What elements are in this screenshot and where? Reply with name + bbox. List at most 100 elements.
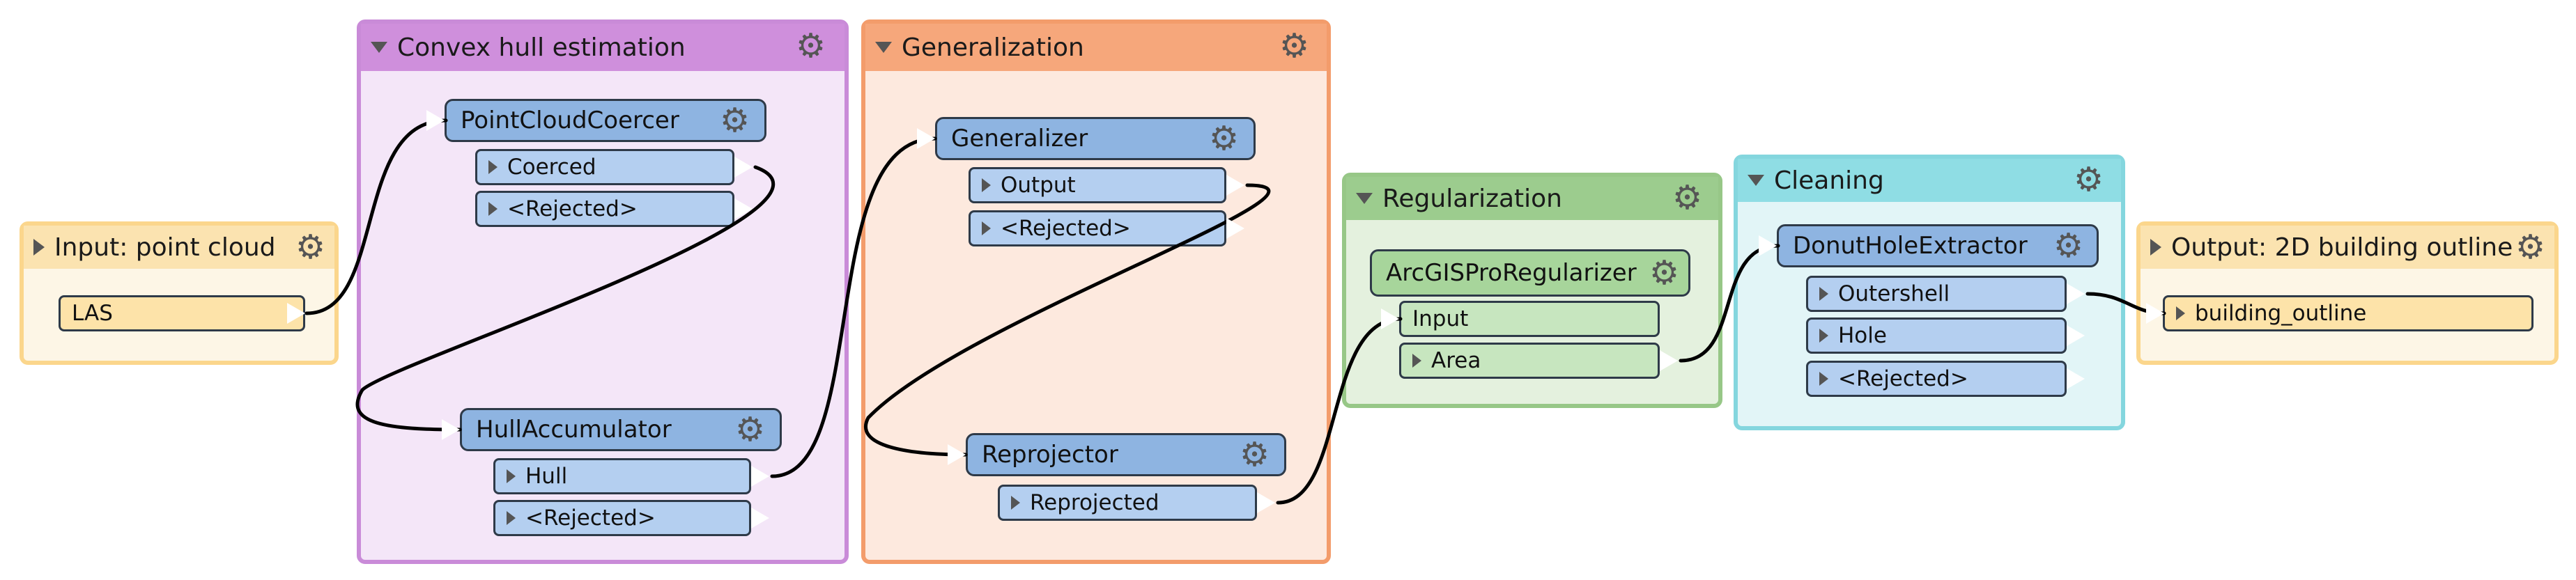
gear-icon[interactable]: ⚙ <box>295 228 326 267</box>
connector-hull-accumulator-input[interactable] <box>439 416 461 443</box>
gear-icon[interactable]: ⚙ <box>1279 26 1310 65</box>
port-rejected-label: <Rejected> <box>1838 366 1968 391</box>
port-rejected[interactable]: <Rejected> <box>1806 361 2067 397</box>
gear-icon[interactable]: ⚙ <box>2074 160 2104 199</box>
collapse-triangle-icon[interactable] <box>371 42 387 53</box>
collapse-triangle-icon[interactable] <box>1748 175 1764 186</box>
port-triangle-icon <box>1819 287 1828 301</box>
bookmark-generalization-title: Generalization <box>902 33 1084 62</box>
gear-icon[interactable]: ⚙ <box>735 410 766 449</box>
gear-icon[interactable]: ⚙ <box>796 26 826 65</box>
expand-triangle-icon[interactable] <box>33 239 45 256</box>
connector-area-output[interactable] <box>1657 347 1679 374</box>
connector-rejected-output[interactable] <box>732 196 754 222</box>
gear-icon[interactable]: ⚙ <box>1240 435 1270 474</box>
connector-reprojector-input[interactable] <box>945 441 967 468</box>
port-hull[interactable]: Hull <box>493 458 751 494</box>
port-triangle-icon <box>507 469 516 483</box>
connector-las-output[interactable] <box>284 300 307 327</box>
bookmark-input-header[interactable]: Input: point cloud <box>24 226 334 269</box>
port-triangle-icon <box>1011 496 1020 510</box>
transformer-label: Generalizer <box>951 125 1088 152</box>
port-hole-label: Hole <box>1838 323 1887 348</box>
connector-outershell-output[interactable] <box>2064 281 2086 307</box>
port-las[interactable]: LAS <box>59 295 305 331</box>
port-outershell[interactable]: Outershell <box>1806 276 2067 312</box>
bookmark-input-title: Input: point cloud <box>54 233 276 262</box>
collapse-triangle-icon[interactable] <box>1356 193 1373 204</box>
port-coerced[interactable]: Coerced <box>475 149 734 185</box>
port-hull-label: Hull <box>525 464 568 489</box>
port-rejected[interactable]: <Rejected> <box>475 191 734 227</box>
transformer-point-cloud-coercer[interactable]: PointCloudCoercer ⚙ <box>445 99 766 142</box>
port-input-label: Input <box>1412 306 1469 331</box>
connector-regularizer-input[interactable] <box>1378 306 1401 332</box>
port-triangle-icon <box>982 221 991 235</box>
bookmark-output-title: Output: 2D building outline <box>2171 233 2513 262</box>
connector-rejected-output[interactable] <box>2064 366 2086 392</box>
port-rejected[interactable]: <Rejected> <box>493 500 751 536</box>
transformer-arcgis-pro-regularizer[interactable]: ArcGISProRegularizer ⚙ <box>1370 249 1690 297</box>
port-input[interactable]: Input <box>1399 301 1660 337</box>
bookmark-generalization-header[interactable]: Generalization <box>865 24 1327 71</box>
bookmark-regularization-header[interactable]: Regularization <box>1346 177 1718 220</box>
bookmark-convex-hull-header[interactable]: Convex hull estimation <box>361 24 844 71</box>
bookmark-generalization[interactable]: Generalization ⚙ <box>861 19 1331 564</box>
expand-triangle-icon[interactable] <box>2150 239 2161 256</box>
connector-output-output[interactable] <box>1224 172 1246 198</box>
port-triangle-icon <box>1412 354 1421 368</box>
transformer-label: ArcGISProRegularizer <box>1386 259 1637 287</box>
transformer-hull-accumulator[interactable]: HullAccumulator ⚙ <box>460 408 782 451</box>
port-triangle-icon <box>2176 306 2185 320</box>
port-rejected-label: <Rejected> <box>1001 216 1131 241</box>
transformer-label: HullAccumulator <box>476 416 672 444</box>
port-rejected[interactable]: <Rejected> <box>969 210 1226 246</box>
bookmark-output[interactable]: Output: 2D building outline ⚙ <box>2136 221 2559 365</box>
connector-generalizer-input[interactable] <box>914 125 936 152</box>
port-triangle-icon <box>488 202 498 216</box>
port-triangle-icon <box>1819 372 1828 386</box>
port-triangle-icon <box>507 511 516 525</box>
gear-icon[interactable]: ⚙ <box>2053 226 2084 265</box>
transformer-label: PointCloudCoercer <box>461 107 679 134</box>
port-building-outline-label: building_outline <box>2195 301 2367 326</box>
transformer-label: Reprojector <box>982 441 1118 469</box>
transformer-generalizer[interactable]: Generalizer ⚙ <box>935 117 1256 160</box>
port-output[interactable]: Output <box>969 167 1226 203</box>
bookmark-cleaning-header[interactable]: Cleaning <box>1738 159 2121 202</box>
connector-reprojected-output[interactable] <box>1254 489 1277 516</box>
transformer-donut-hole-extractor[interactable]: DonutHoleExtractor ⚙ <box>1777 224 2099 267</box>
port-area[interactable]: Area <box>1399 343 1660 379</box>
port-triangle-icon <box>488 160 498 174</box>
connector-donut-hole-extractor-input[interactable] <box>1756 233 1778 259</box>
port-las-label: LAS <box>72 301 113 326</box>
connector-coerced-output[interactable] <box>732 154 754 180</box>
port-coerced-label: Coerced <box>507 155 596 180</box>
bookmark-convex-hull-title: Convex hull estimation <box>397 33 686 62</box>
connector-hole-output[interactable] <box>2064 322 2086 349</box>
port-building-outline[interactable]: building_outline <box>2163 295 2533 331</box>
port-hole[interactable]: Hole <box>1806 318 2067 354</box>
collapse-triangle-icon[interactable] <box>875 42 892 53</box>
connector-building-outline-input[interactable] <box>2143 300 2166 327</box>
port-area-label: Area <box>1431 348 1481 373</box>
bookmark-cleaning-title: Cleaning <box>1774 166 1884 195</box>
connector-hull-output[interactable] <box>748 463 771 489</box>
port-triangle-icon <box>982 178 991 192</box>
transformer-label: DonutHoleExtractor <box>1793 232 2028 260</box>
gear-icon[interactable]: ⚙ <box>1649 253 1680 292</box>
port-rejected-label: <Rejected> <box>507 196 638 221</box>
gear-icon[interactable]: ⚙ <box>2515 228 2546 267</box>
connector-rejected-output[interactable] <box>748 505 771 531</box>
connector-rejected-output[interactable] <box>1224 215 1246 242</box>
port-triangle-icon <box>1819 329 1828 343</box>
gear-icon[interactable]: ⚙ <box>720 101 750 140</box>
port-rejected-label: <Rejected> <box>525 505 656 531</box>
bookmark-output-header[interactable]: Output: 2D building outline <box>2141 226 2554 269</box>
gear-icon[interactable]: ⚙ <box>1672 178 1703 217</box>
port-reprojected[interactable]: Reprojected <box>998 485 1257 521</box>
transformer-reprojector[interactable]: Reprojector ⚙ <box>966 433 1286 476</box>
gear-icon[interactable]: ⚙ <box>1209 119 1240 158</box>
bookmark-input[interactable]: Input: point cloud ⚙ <box>20 221 339 365</box>
connector-coercer-input[interactable] <box>424 107 446 134</box>
